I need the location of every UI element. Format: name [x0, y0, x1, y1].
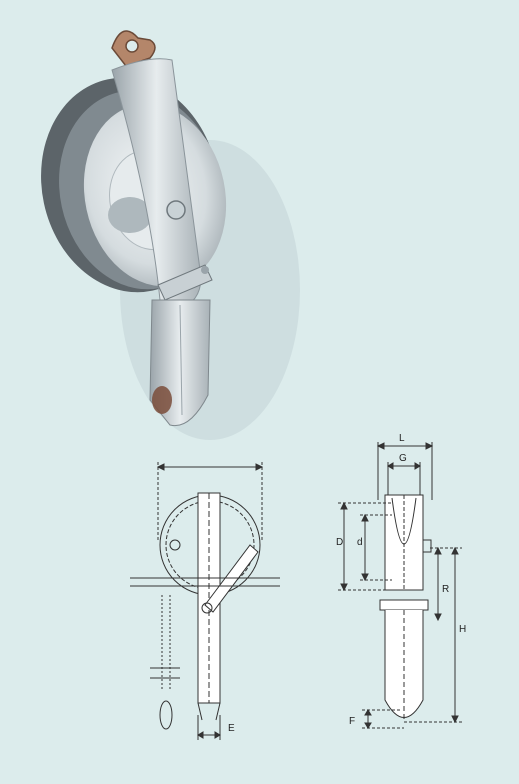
side-view-drawing: [338, 442, 462, 729]
label-G: G: [399, 453, 407, 464]
label-L: L: [399, 433, 405, 444]
front-view-drawing: [130, 462, 280, 740]
label-d: d: [357, 537, 363, 548]
label-E: E: [228, 723, 235, 734]
label-R: R: [442, 584, 449, 595]
pulley-photo: [41, 30, 300, 440]
label-F: F: [349, 716, 355, 727]
axle-bolt: [166, 200, 186, 220]
label-D: D: [336, 537, 343, 548]
label-H: H: [459, 624, 466, 635]
